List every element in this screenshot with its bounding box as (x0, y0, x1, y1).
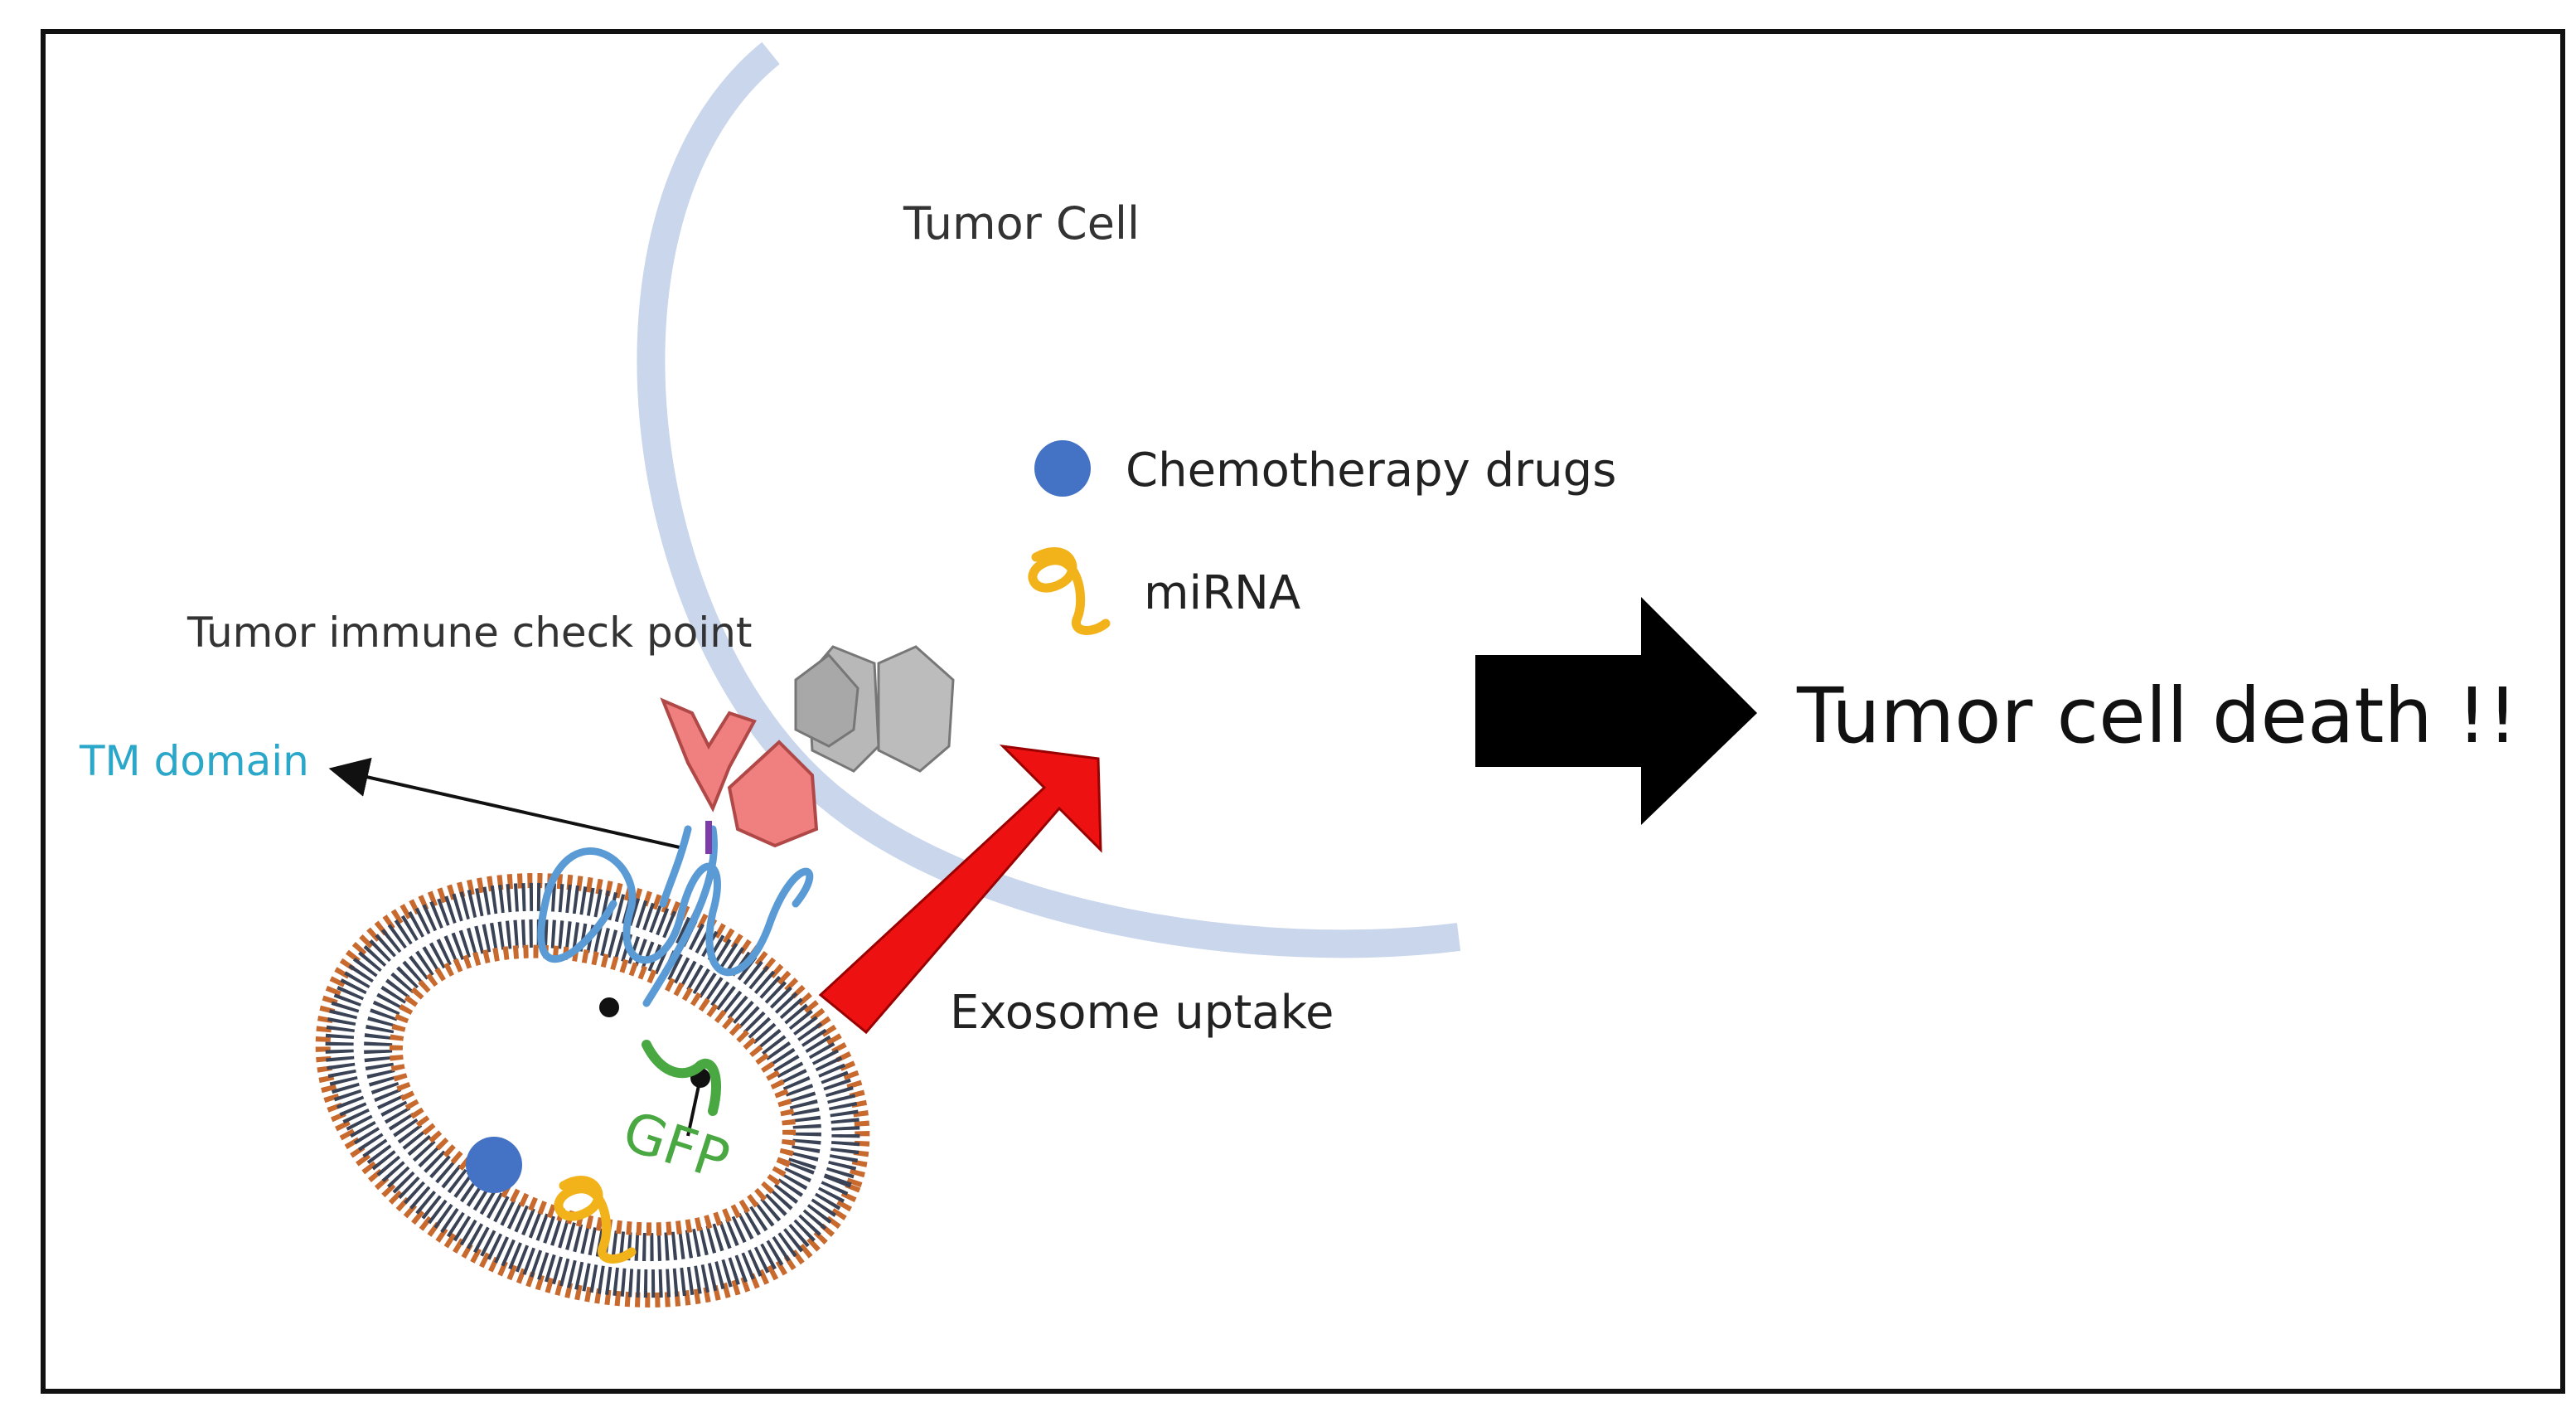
tumor-cell-label: Tumor Cell (903, 197, 1140, 250)
mirna-squiggle-icon (1028, 547, 1111, 635)
mirna-label: miRNA (1144, 566, 1300, 620)
tm-domain-label: TM domain (79, 737, 309, 785)
result-text: Tumor cell death !! (1796, 672, 2518, 760)
mirna-squiggle-icon (554, 1176, 637, 1264)
tm-protein-loops (537, 825, 814, 1007)
checkpoint-label: Tumor immune check point (186, 609, 753, 657)
gfp-tether (686, 1077, 702, 1137)
drug-dot-icon (1034, 440, 1091, 497)
checkpoint-receptor-icon (660, 645, 955, 848)
tm-domain-pointer (328, 757, 680, 849)
uptake-arrow-icon (818, 744, 1102, 1035)
chemo-drugs-label: Chemotherapy drugs (1126, 444, 1616, 497)
exosome-uptake-label: Exosome uptake (950, 986, 1334, 1040)
anchor-dot (599, 997, 619, 1017)
result-arrow-icon (1475, 597, 1757, 825)
drug-dot-icon (466, 1137, 522, 1193)
gfp-linker (642, 1040, 722, 1116)
